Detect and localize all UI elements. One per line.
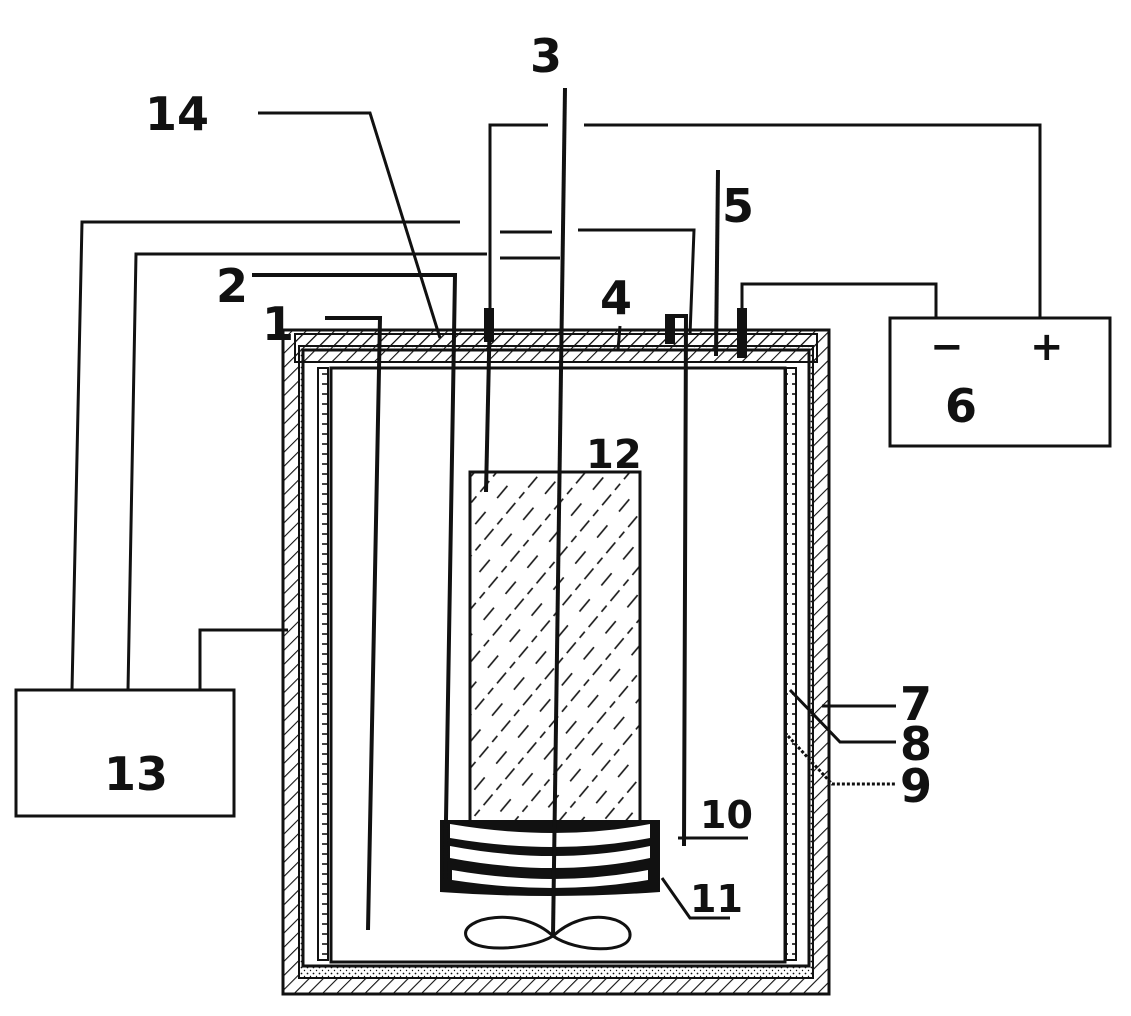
label-4: 4: [600, 271, 632, 325]
plus-terminal-label: +: [1030, 324, 1064, 370]
layer-gap-1: [450, 824, 650, 847]
leader-4: [616, 325, 622, 351]
label-12: 12: [586, 432, 642, 478]
heater-strip-left: [317, 367, 329, 961]
label-9: 9: [900, 759, 932, 813]
heater-strip-right: [785, 367, 797, 961]
wire-anode-a: [488, 123, 548, 318]
anode-feedthrough: [484, 308, 494, 342]
stirrer-3: [464, 87, 632, 951]
label-6: 6: [945, 379, 977, 433]
label-7: 7: [900, 677, 932, 731]
wire-cathode: [740, 282, 938, 318]
leader-14: [258, 111, 442, 339]
stirrer-shaft: [551, 87, 567, 937]
label-2: 2: [216, 259, 248, 313]
thermocouple-1: [325, 316, 383, 931]
callout-labels: 14 3 5 2 1 4 12 10 11 7 8 9: [145, 29, 932, 921]
thermocouple-2: [252, 273, 458, 881]
label-13: 13: [104, 747, 168, 801]
label-3: 3: [530, 29, 562, 83]
label-5: 5: [722, 179, 754, 233]
leader-9: [786, 734, 896, 786]
minus-terminal-label: −: [930, 324, 964, 370]
power-supply-box: [888, 316, 1112, 448]
stirrer-blade-right: [550, 915, 632, 951]
wire-ctrl-a3: [578, 228, 696, 336]
layer-gap-3: [452, 870, 648, 888]
label-1: 1: [262, 297, 294, 351]
leader-lines: [258, 111, 896, 920]
label-14: 14: [145, 87, 209, 141]
wire-ctrl-b1: [126, 252, 487, 691]
wire-anode-b: [584, 123, 1042, 318]
controller-13: 13: [14, 688, 236, 818]
crucible-assembly: [440, 470, 660, 896]
wire-ctrl-a1: [70, 220, 460, 691]
rod-10-top: [665, 314, 675, 344]
label-10: 10: [700, 793, 753, 837]
controller-wiring: [70, 220, 696, 691]
power-wiring: [488, 123, 1042, 318]
electrodes: [252, 169, 747, 931]
label-11: 11: [690, 877, 743, 921]
vessel-lid: [294, 333, 818, 363]
cathode-feedthrough: [737, 308, 747, 358]
power-supply-6: − + 6: [888, 316, 1112, 448]
controller-box: [14, 688, 236, 818]
leader-8: [788, 688, 896, 744]
wire-ctrl-c: [198, 628, 288, 690]
label-8: 8: [900, 717, 932, 771]
leader-11: [660, 877, 730, 920]
layer-gap-2: [450, 846, 650, 868]
stirrer-blade-left: [464, 915, 556, 950]
gas-tube-5: [714, 169, 720, 357]
